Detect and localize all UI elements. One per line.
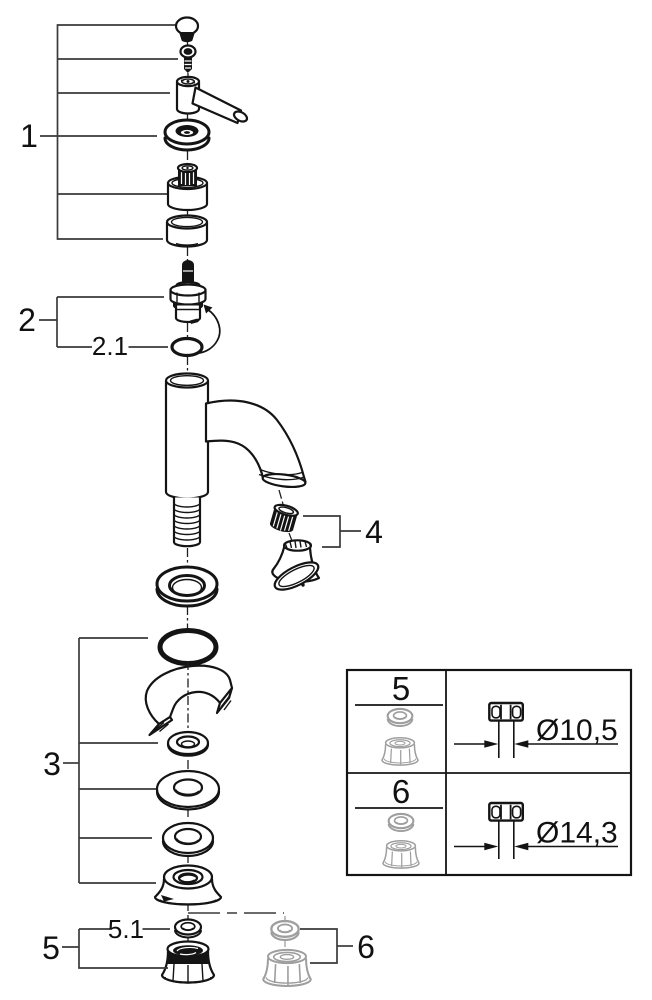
callout-part5: 5.1 5 [42,914,170,969]
label-part2-1: 2.1 [92,331,128,361]
detail-label-5: 5 [392,670,410,707]
cartridge-retaining-cap [166,162,209,212]
callout-part2: 2 2.1 [18,296,168,361]
dimension-value-6: Ø14,3 [536,817,618,850]
dimension-value-5: Ø10,5 [536,714,618,747]
label-part4: 4 [365,514,383,550]
trim-ring [163,118,211,152]
label-part6: 6 [357,929,375,965]
handle-cap [174,16,200,43]
alternate-gasket [270,919,300,942]
label-part5-1: 5.1 [108,914,144,944]
faucet-body-spout [164,372,307,500]
callout-part1: 1 [20,24,178,240]
label-part1: 1 [20,118,38,154]
callout-part6: 6 [300,928,375,965]
valve-cartridge [169,260,221,354]
dimension-nut-drawing-6 [488,801,524,822]
threaded-shank [172,496,202,548]
detail-nut-icon-5 [381,737,419,766]
o-ring-2-1 [170,336,204,358]
callout-part3: 3 [43,637,158,884]
base-ring [155,565,219,608]
hose-nut [160,940,216,984]
label-part2: 2 [18,302,36,338]
callout-part4: 4 [303,514,383,550]
label-part5: 5 [42,930,60,966]
detail-box: 5 Ø10,5 6 Ø14,3 [345,668,633,877]
detail-gasket-icon-5 [386,707,414,728]
o-ring [157,628,219,666]
aerator-insert [269,503,299,533]
lever-handle [175,75,249,125]
alternate-nut [262,948,312,987]
detail-gasket-icon-6 [387,812,415,833]
detail-nut-icon-6 [382,840,420,869]
dimension-nut-drawing-5 [488,701,524,722]
mounting-nut [153,864,223,906]
detail-row-5: 5 Ø10,5 [355,670,618,766]
detail-row-6: 6 Ø14,3 [355,773,618,869]
detail-label-6: 6 [392,773,410,810]
flat-washer-large [155,769,221,811]
spacer-sleeve [165,214,209,248]
aerator-housing [271,539,321,591]
bushing-ring [166,730,210,757]
label-part3: 3 [43,746,61,782]
horseshoe-washer [144,664,234,737]
flat-washer-medium [161,821,215,858]
hose-gasket [173,918,203,939]
handle-screw [179,44,197,73]
